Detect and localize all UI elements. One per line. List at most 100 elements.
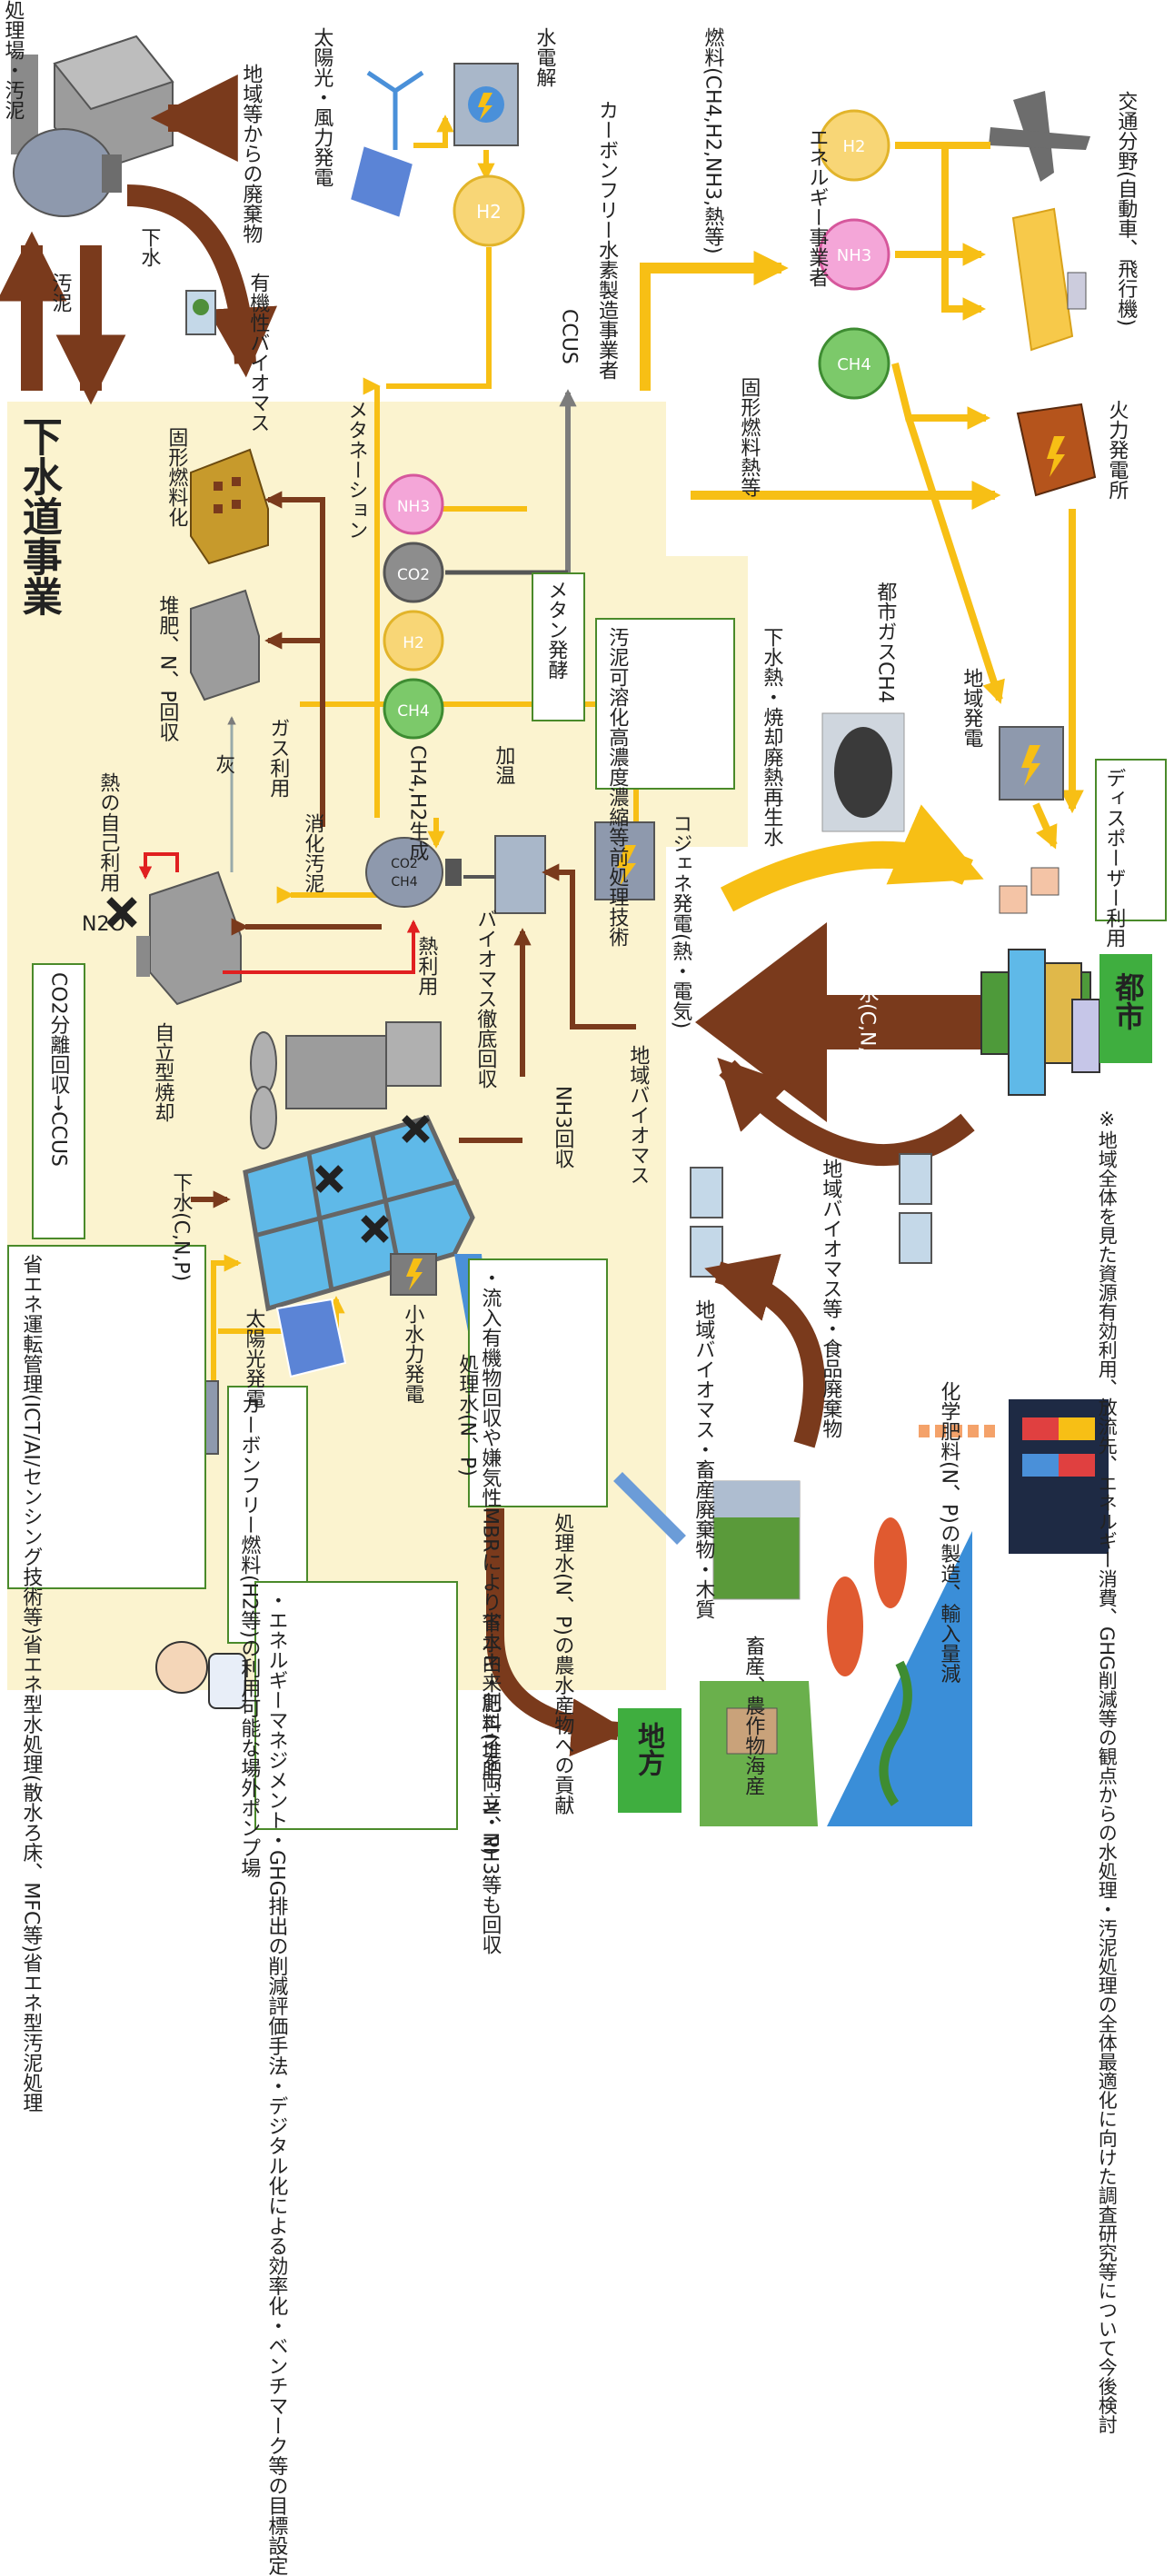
sewage-heat-arrow: [720, 804, 984, 912]
region-badge: [618, 1708, 682, 1813]
pump-station-label: カーボンフリー燃料(H2等)の利用可能な場外ポンプ場: [236, 1395, 260, 1878]
digester-center-icon: CO2 CH4: [365, 837, 462, 908]
energy-tank-h2-label: H2: [843, 137, 866, 156]
regional-waste-label: 地域等からの廃棄物: [239, 64, 263, 244]
wind-turbine-icon: [366, 70, 424, 150]
methanation-label: メタネーション: [344, 400, 368, 540]
cogeneration-icon: [594, 821, 655, 900]
solar-power-label: 太陽光発電: [242, 1308, 265, 1408]
carbon-free-h2-label: カーボンフリー水素製造事業者: [595, 100, 618, 380]
gas-tank-ch4-label: CH4: [397, 702, 429, 721]
gas-use-label: ガス利用: [266, 718, 290, 798]
disposer-box: [1095, 759, 1167, 921]
heat-self-red-arrow: [138, 852, 179, 880]
compost-plant-icon: [190, 589, 260, 701]
fuel-label: 燃料(CH4,H2,NH3,熱等): [701, 27, 724, 254]
regional-biomass-list-label: 地域バイオマス・畜産廃棄物・木質: [691, 1299, 715, 1619]
houses-icon: [999, 867, 1060, 914]
ash-label: 灰: [212, 754, 235, 774]
compost-label: 堆肥、N、P回収: [155, 595, 179, 742]
cargo-ship-icon: [1009, 1399, 1109, 1554]
pretreatment-box: [595, 618, 735, 790]
gas-tank-h2-icon: H2: [383, 610, 444, 671]
methane-fermentation-label: メタン発酵: [544, 580, 568, 680]
heat-use-label: 熱利用: [414, 936, 438, 996]
energy-tank-ch4-label: CH4: [837, 355, 871, 374]
gas-tank-nh3-icon: NH3: [383, 473, 444, 535]
trucks-icon: [690, 1153, 932, 1278]
sea-triangle: [827, 1531, 972, 1826]
electrolyzer-icon: [453, 63, 519, 146]
energy-tank-h2-icon: H2: [818, 109, 890, 182]
manhole-photo: [821, 712, 905, 832]
gas-tank-co2-icon: CO2: [383, 542, 444, 603]
heat-self-label: 熱の自己利用: [96, 772, 120, 892]
sewage-big-label: 下水(C,N,P): [855, 963, 879, 1073]
gas-tank-co2-label: CO2: [397, 566, 430, 584]
solar-wind-label: 太陽光・風力発電: [310, 27, 333, 187]
thermal-power-plant-icon: [1016, 403, 1097, 497]
self-incineration-label: 自立型焼却: [151, 1022, 174, 1122]
field-photo: [712, 1480, 801, 1600]
truck-icon: [185, 290, 216, 335]
fuel-out-arrow: [640, 250, 789, 391]
energy-mgmt-label: 省エネ運転管理(ICT/AI/センシング技術等)省エネ型水処理(散水ろ床、MFC…: [18, 1254, 42, 2113]
region-biomass-arrow: [704, 1253, 825, 1448]
regional-biomass-food-label: 地域バイオマス等・食品廃棄物: [819, 1159, 842, 1438]
n2o-cross-icon: [106, 897, 137, 928]
thermal-power-label: 火力発電所: [1105, 400, 1129, 500]
region-label: 地方: [632, 1722, 664, 1776]
sewage-heat-label: 下水熱・焼却廃熱再生水: [760, 627, 783, 847]
agri-products-label: 畜産、農作物海産: [741, 1636, 765, 1795]
pretreatment-unit-icon: [494, 835, 546, 914]
digester-co2-label: CO2: [391, 857, 418, 871]
regional-biomass-curve-arrow: [717, 1057, 975, 1167]
treatment-plant-building-icon: [11, 35, 174, 174]
energy-business-label: エネルギー事業者: [805, 127, 829, 287]
treated-water-blue-arrow: [613, 1472, 686, 1545]
farm-landscape-icon: [700, 1681, 818, 1826]
digester-tank-icon: [13, 128, 122, 217]
heating-label: 加温: [492, 745, 515, 785]
small-hydro-icon: [390, 1253, 437, 1296]
regional-power-icon: [999, 726, 1064, 801]
solid-fuel-heat-label: 固形燃料熱等: [737, 377, 761, 497]
gas-tank-nh3-label: NH3: [397, 498, 430, 516]
solar-panel-icon: [275, 1298, 347, 1378]
h2-tank-top-icon: H2: [453, 174, 525, 247]
engineer-figure-icon: [155, 1641, 246, 1709]
small-hydro-label: 小水力発電: [401, 1304, 424, 1404]
pretreatment-label: 汚泥可溶化高濃度濃縮等前処理技術: [604, 627, 628, 947]
digester-ch4-label: CH4: [391, 875, 417, 890]
methane-fermentation-box: [532, 572, 585, 721]
energy-tank-nh3-label: NH3: [837, 246, 871, 265]
footnote-label: ※地域全体を見た資源有効利用、放流先、エネルギー消費、GHG削減等の観点からの水…: [1096, 1109, 1119, 2434]
nh3-recovery-label: NH3回収: [551, 1086, 574, 1169]
co2-separation-label: CO2分離回収→CCUS: [46, 972, 70, 1167]
airplane-icon: [989, 91, 1090, 182]
fertilizer-import-label: 化学肥料(N、P)の製造、輸入量減: [937, 1381, 960, 1684]
ccus-label: CCUS: [557, 309, 581, 364]
mgmt-bullets-label: ・エネルギーマネジメント・GHG排出の削減評価手法・デジタル化による効率化・ベン…: [264, 1590, 288, 2576]
disposer-label: ディスポーザー利用: [1102, 768, 1126, 948]
city-gas-label: 都市ガスCH4: [873, 582, 897, 703]
solar-panel-top-icon: [348, 144, 415, 220]
biomass-recovery-label: バイオマス徹底回収: [473, 909, 497, 1089]
energy-tank-nh3-icon: NH3: [818, 218, 890, 291]
city-label: 都市: [1110, 972, 1146, 1030]
electrolysis-label: 水電解: [532, 27, 556, 87]
transport-label: 交通分野(自動車、飛行機): [1114, 91, 1138, 327]
energy-mgmt-box: [7, 1245, 206, 1589]
digested-sludge-label: 消化汚泥: [301, 813, 324, 893]
self-incinerator-icon: [136, 870, 242, 1006]
co2-separation-box: [32, 963, 85, 1239]
sludge-top-label: 汚泥: [48, 273, 72, 313]
ch4-h2-gen-label: CH4,H2生成: [405, 745, 429, 861]
vegetables-icon: [827, 1517, 907, 1676]
gas-tank-ch4-icon: CH4: [383, 678, 444, 740]
fertilizer-down-arrow: [486, 1508, 630, 1757]
treated-water-agri-label: 処理水(N、P)の農水産物への貢献: [551, 1513, 574, 1815]
city-badge: [1099, 954, 1152, 1063]
regional-biomass-in-label: 地域バイオマス: [626, 1045, 650, 1185]
sewage-curve-arrow: [126, 184, 278, 378]
